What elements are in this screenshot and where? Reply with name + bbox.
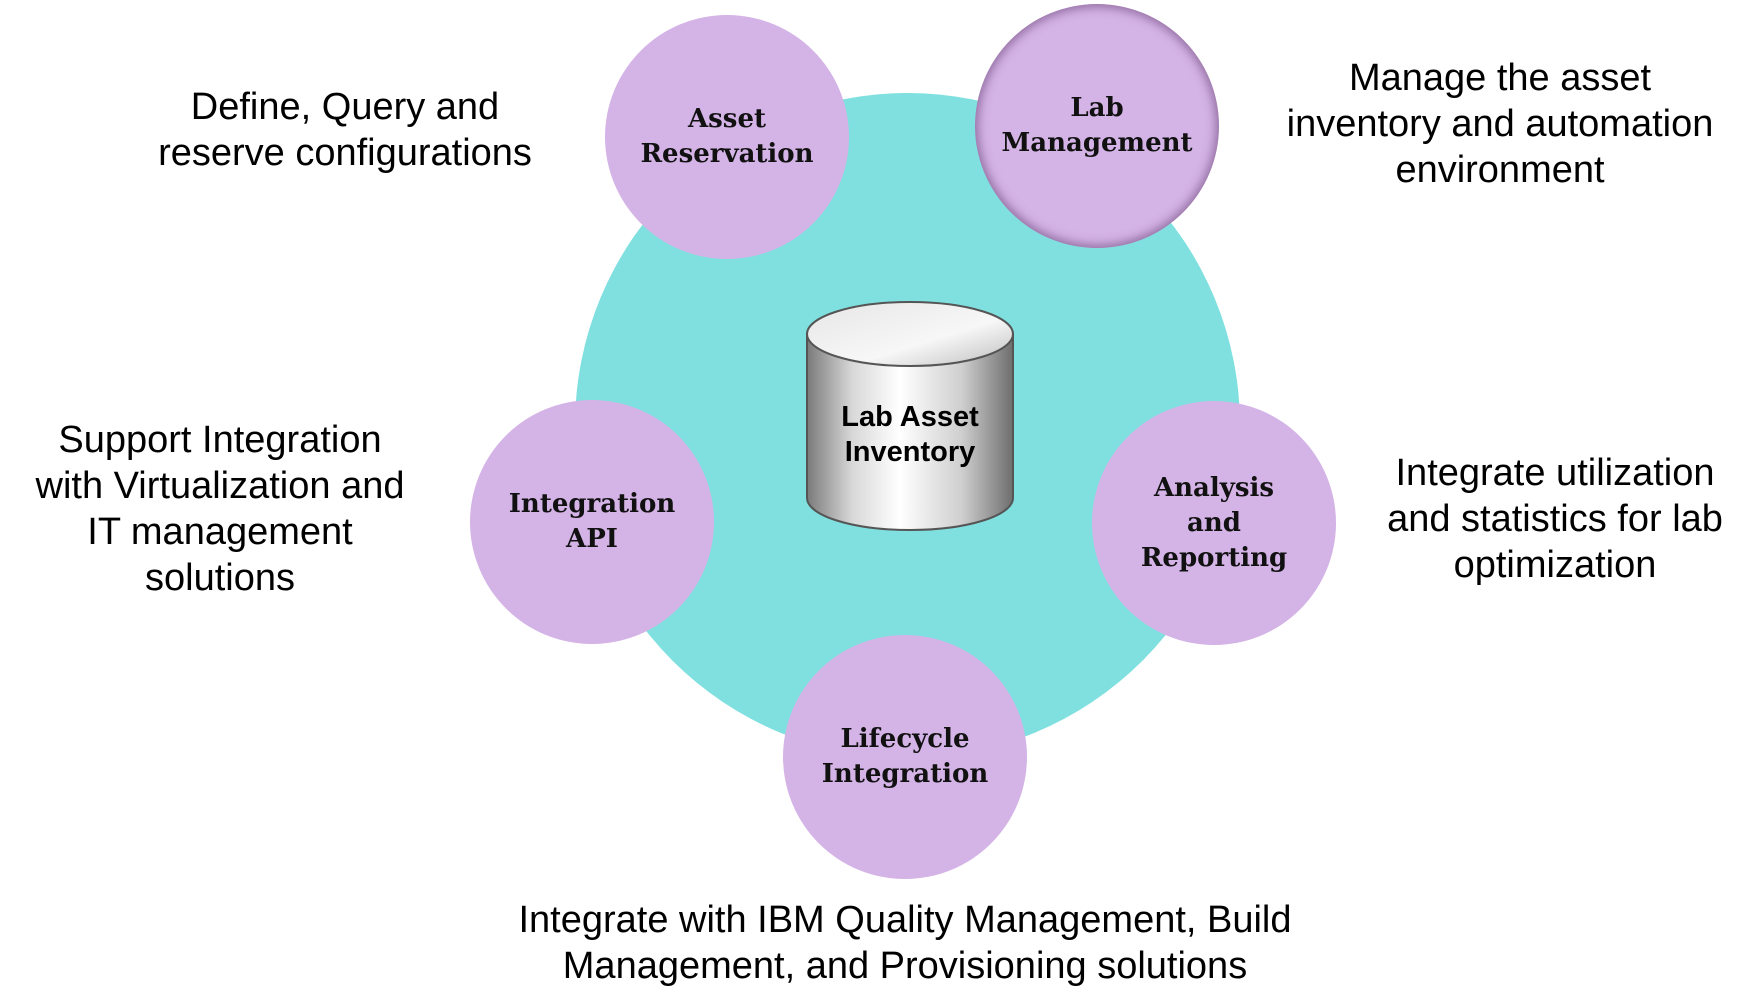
lab-management-caption: Manage the asset inventory and automatio… [1286,57,1714,191]
lifecycle-integration-label: Lifecycle Integration [821,724,989,789]
integration-api-node: Integration API [470,400,714,644]
analysis-reporting-caption: Integrate utilization and statistics for… [1387,452,1723,586]
lab-management-label: Lab Management [1001,93,1193,158]
lifecycle-integration-caption: Integrate with IBM Quality Management, B… [518,899,1292,987]
integration-api-label: Integration API [508,489,676,554]
analysis-reporting-label: Analysis and Reporting [1140,472,1288,573]
lab-management-node: Lab Management [975,4,1219,248]
lifecycle-integration-node: Lifecycle Integration [783,635,1027,879]
integration-api-caption: Support Integration with Virtualization … [35,419,405,599]
asset-reservation-node: Asset Reservation [605,15,849,259]
lab-asset-inventory-database: Lab Asset Inventory [805,300,1015,532]
analysis-reporting-node: Analysis and Reporting [1092,401,1336,645]
database-icon [806,301,1014,531]
center-label: Lab Asset Inventory [841,401,979,468]
asset-reservation-caption: Define, Query and reserve configurations [158,86,532,174]
asset-reservation-label: Asset Reservation [640,104,814,169]
